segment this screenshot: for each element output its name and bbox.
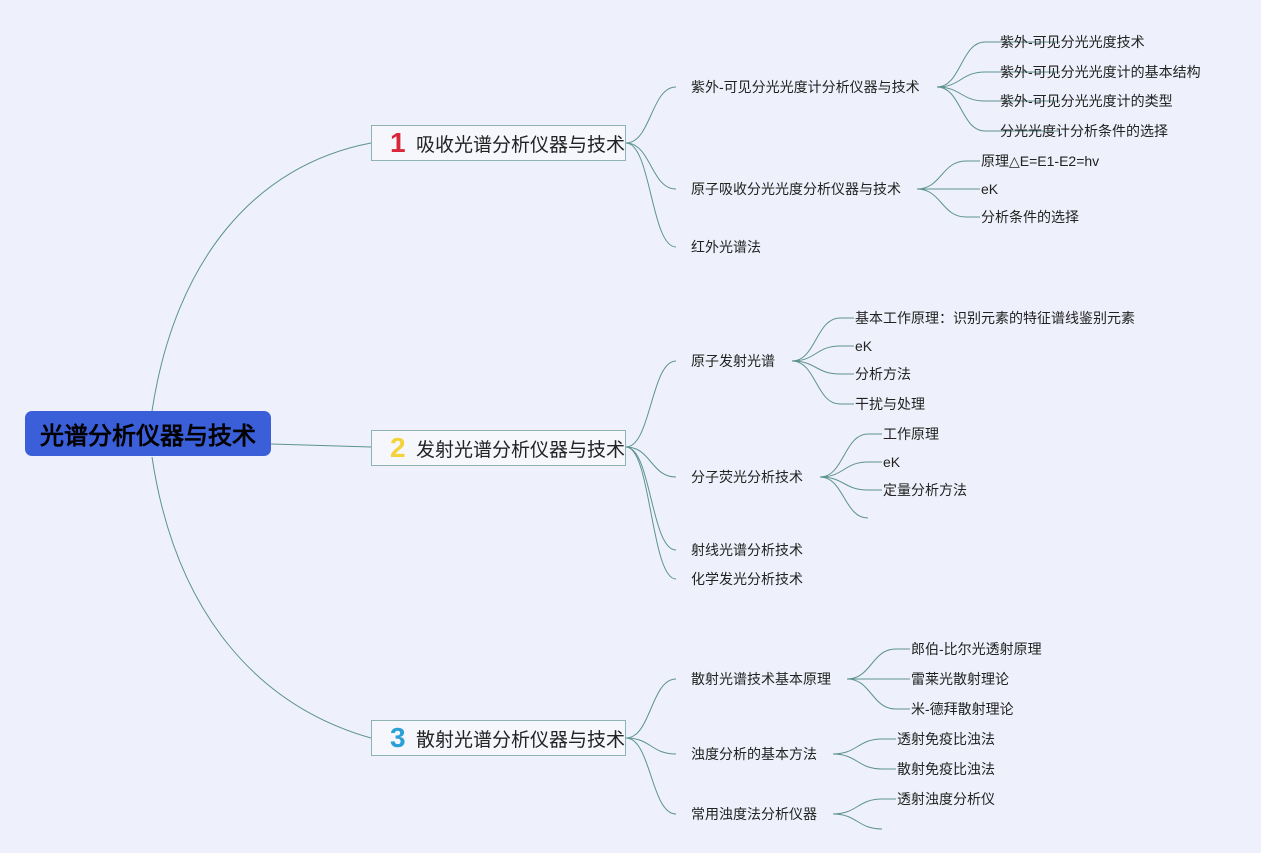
root-link-3	[151, 456, 372, 739]
number-badge-3: 3	[390, 722, 406, 753]
leaf-link	[791, 345, 841, 362]
root-link-1	[151, 142, 372, 412]
branch-link	[625, 678, 677, 739]
leaf-link	[832, 813, 883, 830]
leaf-item[interactable]: 米-德拜散射理论	[911, 701, 1014, 717]
leaf-item[interactable]: 基本工作原理：识别元素的特征谱线鉴别元素	[855, 310, 1135, 326]
topic-atomic-emission[interactable]: 原子发射光谱	[691, 353, 775, 369]
leaf-item[interactable]: 雷莱光散射理论	[911, 671, 1009, 687]
branch-absorption[interactable]: 1 吸收光谱分析仪器与技术	[371, 125, 626, 161]
leaf-link	[819, 461, 869, 478]
root-link-2	[270, 443, 372, 448]
topic-scattering-principles[interactable]: 散射光谱技术基本原理	[691, 671, 831, 687]
branch-link	[625, 446, 677, 478]
root-topic-label: 光谱分析仪器与技术	[40, 423, 256, 450]
leaf-link	[936, 71, 986, 88]
topic-molecular-fluorescence[interactable]: 分子荧光分析技术	[691, 469, 803, 485]
branch-label: 吸收光谱分析仪器与技术	[415, 134, 625, 156]
topic-turbidity-methods[interactable]: 浊度分析的基本方法	[691, 746, 817, 762]
topic-infrared[interactable]: 红外光谱法	[691, 239, 761, 255]
leaf-item[interactable]: eK	[855, 338, 873, 354]
leaf-item[interactable]: 干扰与处理	[855, 396, 925, 412]
branch-link	[625, 360, 677, 448]
leaf-item[interactable]: 透射浊度分析仪	[897, 791, 995, 807]
leaf-link	[832, 738, 883, 755]
branch-scattering[interactable]: 3 散射光谱分析仪器与技术	[371, 720, 626, 756]
leaf-link	[936, 41, 986, 88]
topic-turbidity-instruments[interactable]: 常用浊度法分析仪器	[691, 806, 817, 822]
branch-link	[625, 86, 677, 144]
leaf-link	[832, 753, 883, 770]
branch-emission[interactable]: 2 发射光谱分析仪器与技术	[371, 430, 626, 466]
leaf-link	[916, 188, 967, 218]
leaf-link	[791, 317, 841, 362]
leaf-item[interactable]: 分析方法	[855, 366, 911, 382]
leaf-item[interactable]: eK	[883, 454, 901, 470]
leaf-item[interactable]: 工作原理	[883, 426, 939, 442]
leaf-item[interactable]: 定量分析方法	[883, 482, 967, 498]
topic-uv-vis[interactable]: 紫外-可见分光光度计分析仪器与技术	[691, 79, 920, 95]
topic-chemiluminescence[interactable]: 化学发光分析技术	[691, 571, 803, 587]
root-topic[interactable]: 光谱分析仪器与技术	[25, 411, 271, 456]
number-badge-1: 1	[390, 127, 406, 158]
branch-label: 发射光谱分析仪器与技术	[415, 439, 625, 461]
number-badge-2: 2	[390, 432, 406, 463]
leaf-item[interactable]: 分析条件的选择	[981, 209, 1079, 225]
leaf-item[interactable]: 紫外-可见分光光度计的类型	[1000, 93, 1173, 109]
leaf-link	[846, 648, 897, 680]
topic-atomic-absorption[interactable]: 原子吸收分光光度分析仪器与技术	[691, 181, 901, 197]
leaf-item[interactable]: 原理△E=E1-E2=hv	[981, 153, 1100, 169]
leaf-item[interactable]: 分光光度计分析条件的选择	[1000, 123, 1168, 139]
leaf-item[interactable]: 紫外-可见分光光度计的基本结构	[1000, 64, 1201, 80]
branch-link	[625, 142, 677, 190]
leaf-item[interactable]: eK	[981, 181, 999, 197]
branch-label: 散射光谱分析仪器与技术	[415, 729, 625, 751]
leaf-link	[819, 433, 869, 478]
branch-link	[625, 737, 677, 815]
leaf-link	[832, 798, 883, 815]
leaf-item[interactable]: 紫外-可见分光光度技术	[1000, 34, 1145, 50]
leaf-link	[916, 160, 967, 190]
topic-x-ray[interactable]: 射线光谱分析技术	[691, 542, 803, 558]
leaf-link	[819, 476, 869, 519]
leaf-item[interactable]: 透射免疫比浊法	[897, 731, 995, 747]
leaf-item[interactable]: 郎伯-比尔光透射原理	[911, 641, 1042, 657]
leaf-link	[846, 678, 897, 710]
branch-link	[625, 737, 677, 755]
leaf-link	[791, 360, 841, 405]
branch-link	[625, 446, 677, 580]
branch-link	[625, 142, 677, 248]
leaf-link	[936, 86, 986, 132]
leaf-item[interactable]: 散射免疫比浊法	[897, 761, 995, 777]
